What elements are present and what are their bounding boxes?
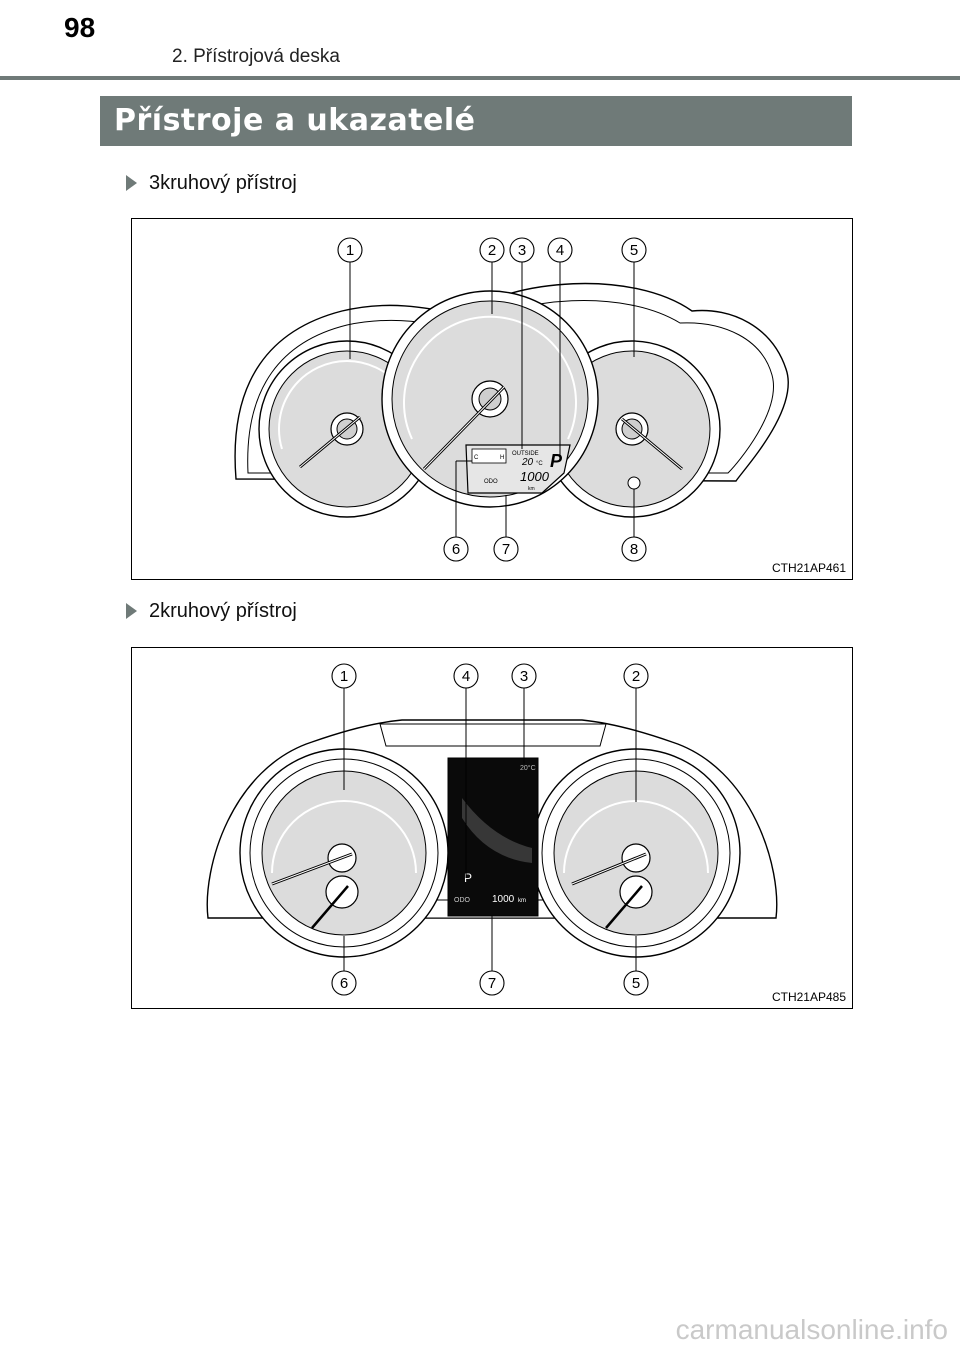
right-sub-needle [605,885,643,929]
callout-3: 3 [520,668,528,685]
lcd-temp-c: C [474,455,479,461]
callout-5: 5 [632,975,640,992]
callout-6: 6 [452,541,460,558]
display-outside-temp: 20°C [520,764,536,772]
figure-1-code: CTH21AP461 [771,561,846,575]
three-dial-cluster-illustration: C H OUTSIDE 20 °C P ODO 1000 km 1 2 [234,237,789,562]
triangle-bullet-icon [126,603,137,619]
callout-8: 8 [630,541,638,558]
left-sub-needle [311,885,349,929]
cluster-housing-inner [247,300,774,474]
two-dial-cluster-illustration: 20°C P ODO 1000 km 1 4 3 2 6 7 5 [206,663,778,996]
page-number: 98 [64,12,96,43]
callout-4: 4 [462,668,470,685]
display-odo-label: ODO [454,897,471,904]
callout-7: 7 [502,541,510,558]
figure-1: C H OUTSIDE 20 °C P ODO 1000 km 1 2 [131,218,853,580]
lcd-outside-label: OUTSIDE [512,451,539,457]
callout-6: 6 [340,975,348,992]
lcd-odo-unit: km [528,486,535,492]
figure-2: 20°C P ODO 1000 km 1 4 3 2 6 7 5 [131,647,853,1009]
figure-2-heading: 2kruhový přístroj [126,600,297,623]
figure-1-heading: 3kruhový přístroj [126,172,297,195]
callout-3: 3 [518,242,526,259]
watermark: carmanualsonline.info [675,1314,948,1345]
callout-4: 4 [556,242,564,259]
lcd-outside-unit: °C [536,461,543,467]
callout-2: 2 [632,668,640,685]
display-odo-value: 1000 [492,894,515,905]
figure-2-code: CTH21AP485 [771,990,846,1004]
figure-2-heading-text: 2kruhový přístroj [149,600,297,622]
callout-2: 2 [488,242,496,259]
section-title: Přístroje a ukazatelé [114,103,476,138]
lcd-odo-value: 1000 [520,469,550,484]
callout-5: 5 [630,242,638,259]
section-title-bar: Přístroje a ukazatelé [100,96,852,146]
chapter-title: 2. Přístrojová deska [172,46,340,67]
display-odo-unit: km [518,898,526,904]
display-gear: P [464,871,472,885]
header-rule [0,76,960,80]
figure-1-heading-text: 3kruhový přístroj [149,172,297,194]
callout-7: 7 [488,975,496,992]
lcd-temp-h: H [500,455,504,461]
right-gauge-indicator [627,476,641,490]
lcd-gear: P [550,451,563,471]
triangle-bullet-icon [126,175,137,191]
callout-1: 1 [346,242,354,259]
lcd-odo-label: ODO [484,479,498,485]
lcd-outside-temp: 20 [521,457,534,468]
callout-1: 1 [340,668,348,685]
